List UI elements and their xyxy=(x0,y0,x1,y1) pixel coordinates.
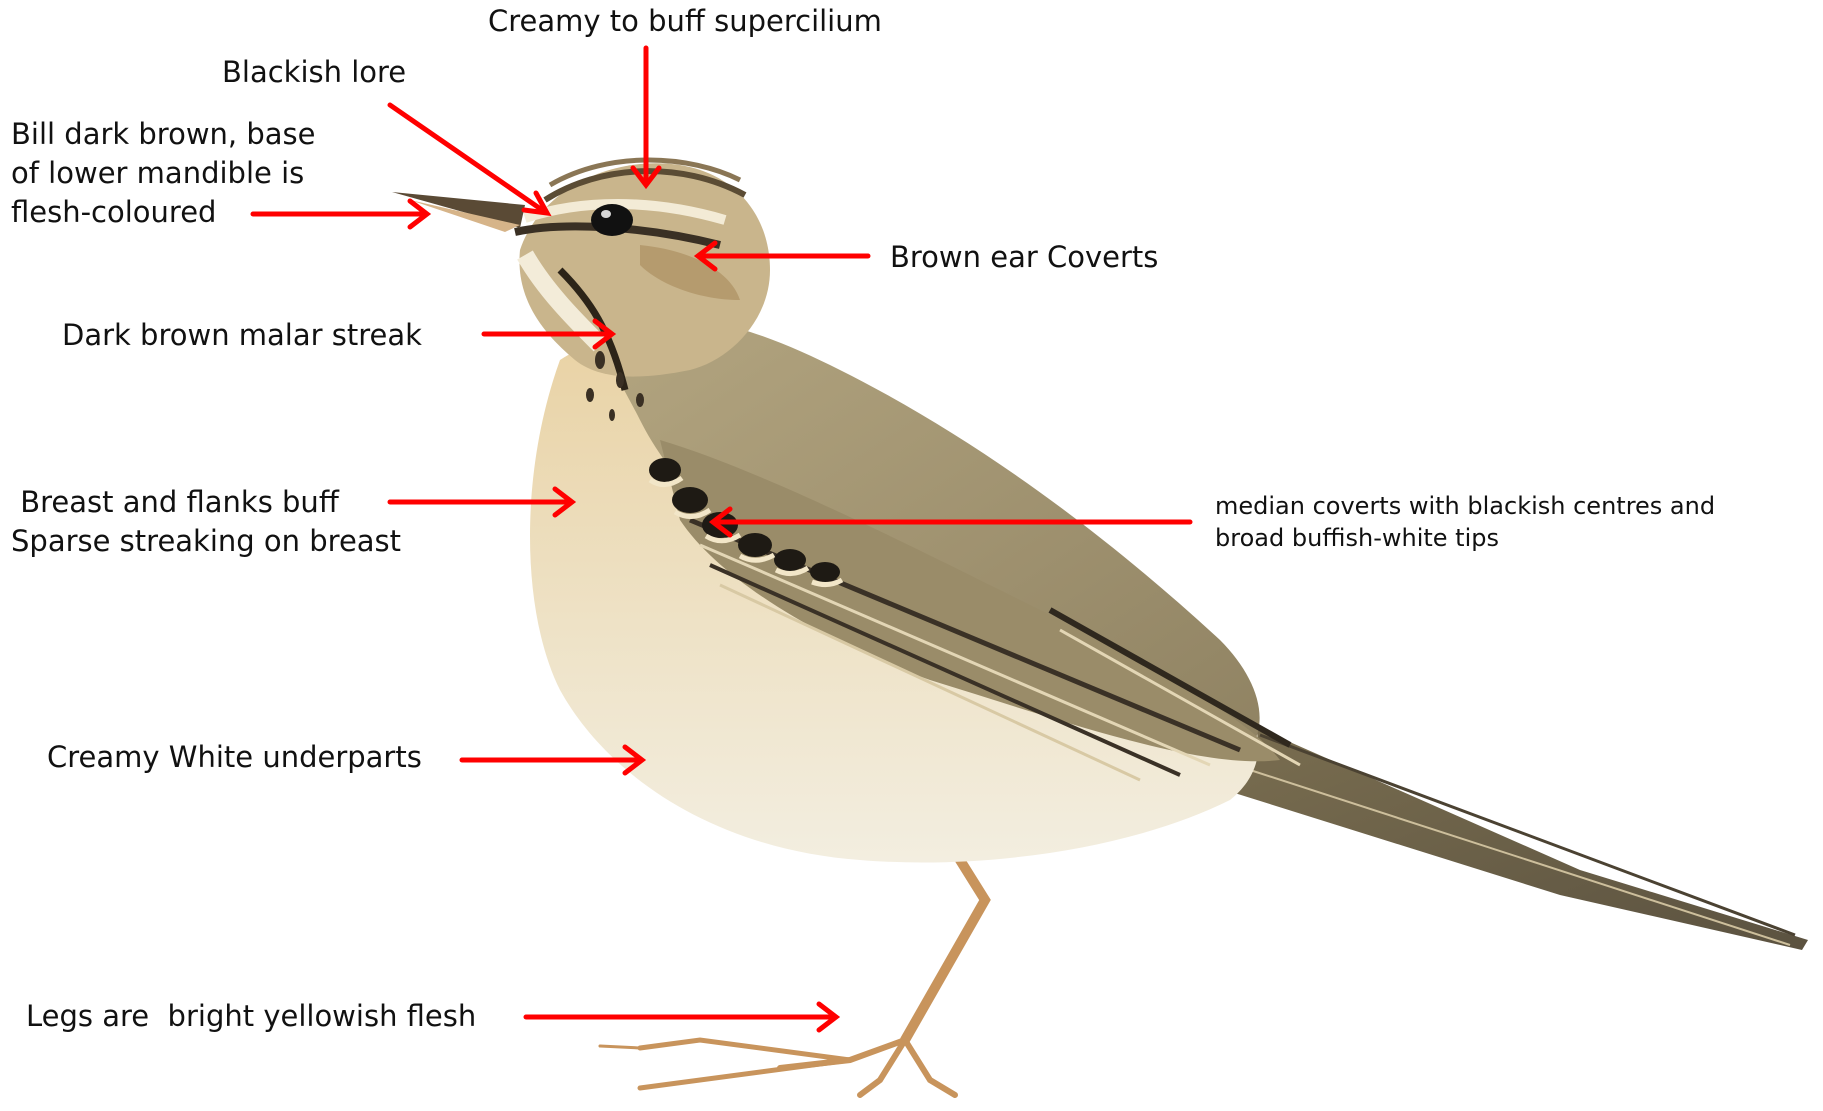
label-breast: Breast and flanks buff Sparse streaking … xyxy=(11,483,401,561)
label-line: Brown ear Coverts xyxy=(890,238,1158,277)
label-bill: Bill dark brown, base of lower mandible … xyxy=(11,115,316,232)
label-line: Legs are bright yellowish flesh xyxy=(26,997,476,1036)
label-underparts: Creamy White underparts xyxy=(47,738,422,777)
label-line: Creamy White underparts xyxy=(47,738,422,777)
label-line: Breast and flanks buff xyxy=(11,483,401,522)
label-line: Dark brown malar streak xyxy=(62,316,422,355)
legs xyxy=(600,860,985,1095)
label-line: of lower mandible is xyxy=(11,154,316,193)
label-ear-coverts: Brown ear Coverts xyxy=(890,238,1158,277)
label-lore: Blackish lore xyxy=(222,53,406,92)
label-line: Blackish lore xyxy=(222,53,406,92)
tail xyxy=(1225,720,1808,950)
label-line: Creamy to buff supercilium xyxy=(488,2,882,41)
label-median-coverts: median coverts with blackish centres and… xyxy=(1215,490,1715,555)
label-line: Sparse streaking on breast xyxy=(11,522,401,561)
label-line: broad buffish-white tips xyxy=(1215,522,1715,554)
arrow-legs xyxy=(526,1004,836,1030)
label-line: median coverts with blackish centres and xyxy=(1215,490,1715,522)
label-line: flesh-coloured xyxy=(11,193,316,232)
label-supercilium: Creamy to buff supercilium xyxy=(488,2,882,41)
label-line: Bill dark brown, base xyxy=(11,115,316,154)
label-legs: Legs are bright yellowish flesh xyxy=(26,997,476,1036)
label-malar: Dark brown malar streak xyxy=(62,316,422,355)
